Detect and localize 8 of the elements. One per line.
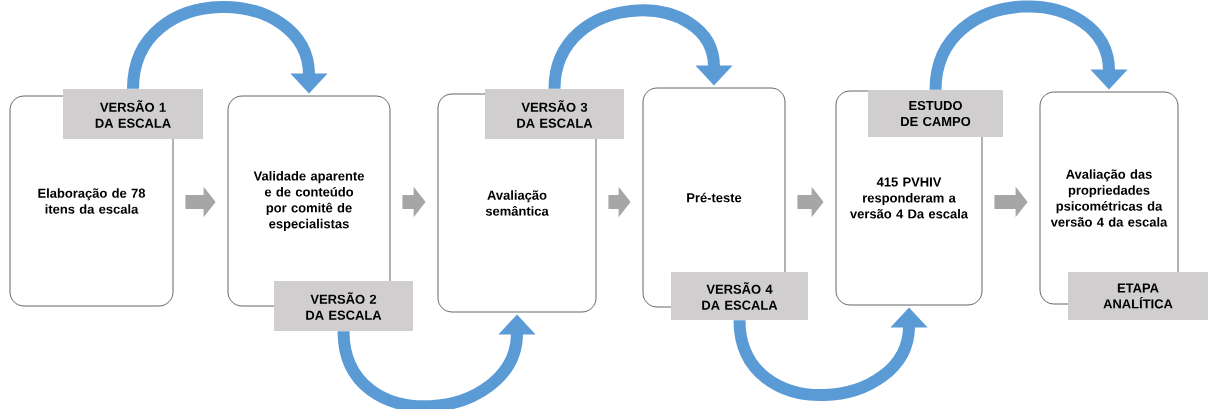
curved-arrow (929, 0, 1128, 91)
stage-label: VERSÃO 1 DA ESCALA (63, 89, 203, 139)
curved-arrow (548, 4, 733, 90)
stage-label: ESTUDO DE CAMPO (868, 90, 1003, 137)
stage-label: VERSÃO 3 DA ESCALA (485, 89, 624, 139)
stage-label: VERSÃO 4 DA ESCALA (671, 272, 808, 320)
stage-label: VERSÃO 2 DA ESCALA (274, 281, 413, 331)
stage-label: ETAPA ANALÍTICA (1068, 272, 1208, 320)
